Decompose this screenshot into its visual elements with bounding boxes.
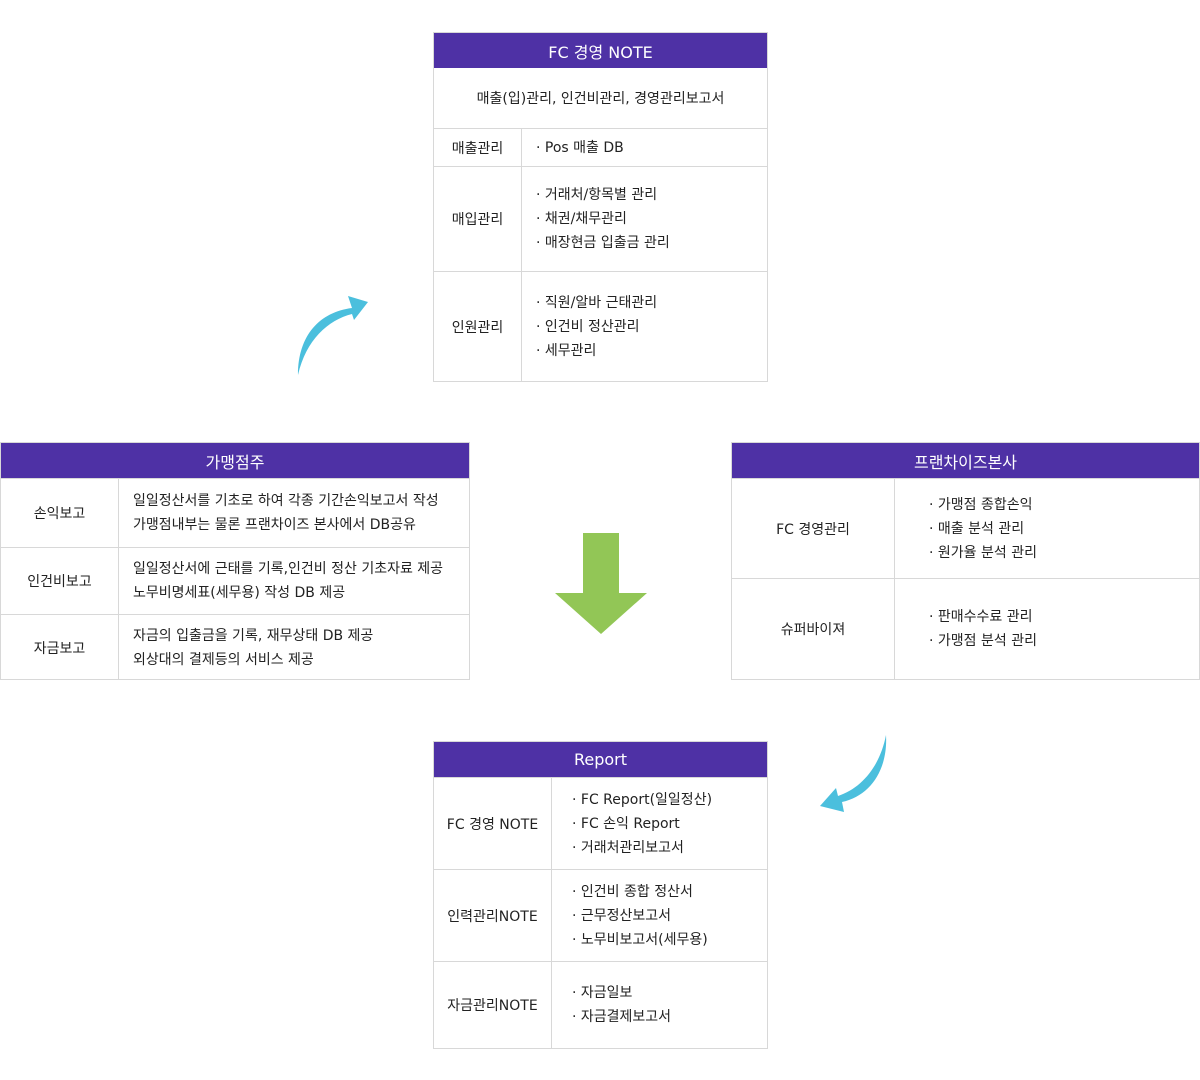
list-item: · 원가율 분석 관리 bbox=[929, 544, 1037, 561]
list-item: · 인건비 정산관리 bbox=[536, 319, 640, 335]
list-item: 노무비명세표(세무용) 작성 DB 제공 bbox=[133, 585, 346, 601]
list-item: · 매출 분석 관리 bbox=[929, 520, 1025, 537]
list-item: · 근무정산보고서 bbox=[572, 907, 672, 924]
list-item: · 세무관리 bbox=[536, 343, 597, 359]
table-row: 인원관리 · 직원/알바 근태관리 · 인건비 정산관리 · 세무관리 bbox=[434, 271, 767, 382]
table-row: FC 경영 NOTE · FC Report(일일정산) · FC 손익 Repo… bbox=[434, 777, 767, 869]
row-label: 자금관리NOTE bbox=[434, 962, 552, 1048]
list-item: 자금의 입출금을 기록, 재무상태 DB 제공 bbox=[133, 627, 374, 644]
list-item: · 판매수수료 관리 bbox=[929, 609, 1033, 625]
table-row: 매출관리 · Pos 매출 DB bbox=[434, 128, 767, 166]
list-item: · 가맹점 분석 관리 bbox=[929, 633, 1037, 649]
row-label: 매입관리 bbox=[434, 167, 522, 271]
row-label: 매출관리 bbox=[434, 129, 522, 166]
table-row: 슈퍼바이져 · 판매수수료 관리 · 가맹점 분석 관리 bbox=[732, 578, 1199, 679]
list-item: · 채권/채무관리 bbox=[536, 211, 627, 227]
list-item: · 매장현금 입출금 관리 bbox=[536, 235, 670, 251]
row-label: 자금보고 bbox=[1, 615, 119, 680]
row-label: 인력관리NOTE bbox=[434, 870, 552, 961]
list-item: 외상대의 결제등의 서비스 제공 bbox=[133, 651, 314, 668]
row-label: 인원관리 bbox=[434, 272, 522, 382]
table-row: FC 경영관리 · 가맹점 종합손익 · 매출 분석 관리 · 원가율 분석 관리 bbox=[732, 478, 1199, 578]
row-label: 슈퍼바이져 bbox=[732, 579, 895, 679]
row-label: FC 경영 NOTE bbox=[434, 778, 552, 869]
list-item: · 거래처관리보고서 bbox=[572, 839, 684, 856]
franchisee-title: 가맹점주 bbox=[1, 443, 469, 478]
list-item: 가맹점내부는 물론 프랜차이즈 본사에서 DB공유 bbox=[133, 517, 416, 533]
list-item: · 거래처/항목별 관리 bbox=[536, 187, 658, 203]
table-row: 매입관리 · 거래처/항목별 관리 · 채권/채무관리 · 매장현금 입출금 관리 bbox=[434, 166, 767, 271]
row-label: 인건비보고 bbox=[1, 548, 119, 614]
report-title: Report bbox=[434, 742, 767, 777]
list-item: · Pos 매출 DB bbox=[536, 139, 624, 156]
table-row: 자금관리NOTE · 자금일보 · 자금결제보고서 bbox=[434, 961, 767, 1048]
fc-note-box: FC 경영 NOTE 매출(입)관리, 인건비관리, 경영관리보고서 매출관리 … bbox=[433, 32, 768, 382]
curved-arrow-up-icon bbox=[298, 296, 368, 375]
hq-box: 프랜차이즈본사 FC 경영관리 · 가맹점 종합손익 · 매출 분석 관리 · 원가… bbox=[731, 442, 1200, 680]
list-item: · 자금일보 bbox=[572, 985, 633, 1001]
report-box: Report FC 경영 NOTE · FC Report(일일정산) · FC … bbox=[433, 741, 768, 1049]
list-item: 일일정산서에 근태를 기록,인건비 정산 기초자료 제공 bbox=[133, 561, 444, 577]
list-item: · FC Report(일일정산) bbox=[572, 791, 713, 808]
list-item: · 노무비보고서(세무용) bbox=[572, 931, 708, 948]
row-label: FC 경영관리 bbox=[732, 479, 895, 578]
table-row: 인력관리NOTE · 인건비 종합 정산서 · 근무정산보고서 · 노무비보고서(세… bbox=[434, 869, 767, 961]
list-item: 일일정산서를 기초로 하여 각종 기간손익보고서 작성 bbox=[133, 493, 439, 509]
list-item: · 가맹점 종합손익 bbox=[929, 496, 1033, 513]
down-arrow-icon bbox=[555, 533, 647, 634]
row-label: 손익보고 bbox=[1, 479, 119, 547]
fc-note-title: FC 경영 NOTE bbox=[434, 33, 767, 68]
list-item: · 자금결제보고서 bbox=[572, 1009, 672, 1025]
hq-title: 프랜차이즈본사 bbox=[732, 443, 1199, 478]
fc-note-summary: 매출(입)관리, 인건비관리, 경영관리보고서 bbox=[476, 91, 725, 107]
list-item: · 직원/알바 근태관리 bbox=[536, 295, 658, 311]
list-item: · 인건비 종합 정산서 bbox=[572, 883, 693, 900]
list-item: · FC 손익 Report bbox=[572, 815, 680, 832]
curved-arrow-down-icon bbox=[820, 735, 887, 812]
